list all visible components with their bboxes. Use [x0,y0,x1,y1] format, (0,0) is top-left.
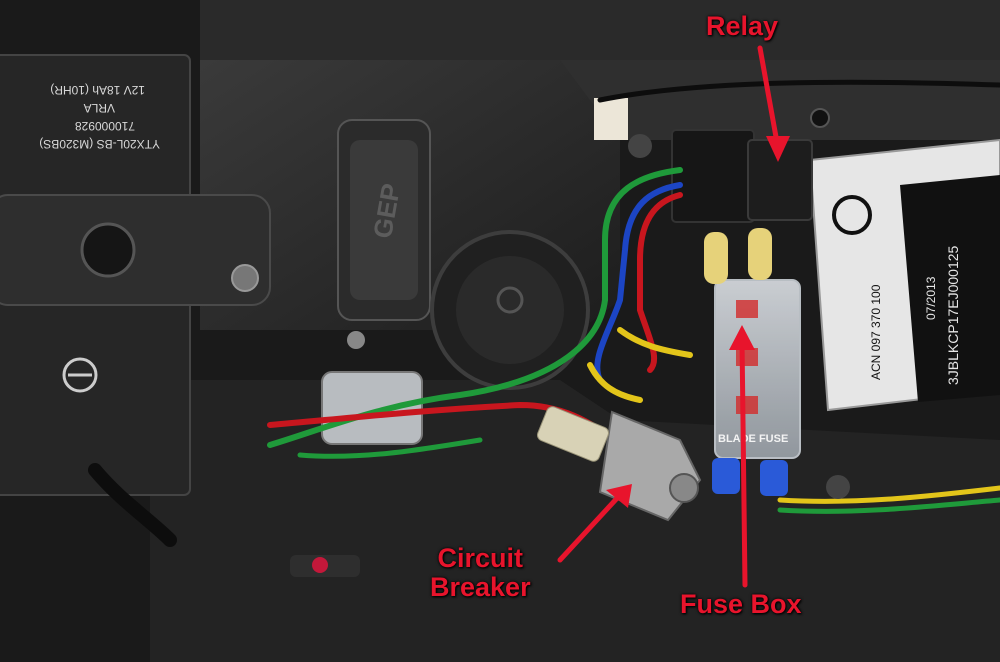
arrow-fuse-box [739,337,748,588]
red-clip [312,557,328,573]
circuit-breaker-callout-line2: Breaker [430,572,531,602]
gep-connector: GEP [337,119,431,349]
round-cap [430,230,590,390]
arrow-circuit-breaker [557,492,623,563]
blue-connector [760,460,788,496]
ecu-module: 3JBLKCP17EJ000125 ACN 097 370 100 07/201… [808,138,1000,412]
battery-code-text: 710000928 [75,119,135,133]
arrow-circuit-breaker-head [606,484,632,508]
zip-tie-mount [594,98,628,140]
annotation-arrows [557,45,790,588]
spade-connector [536,406,610,462]
acn-text: ACN 097 370 100 [869,284,883,380]
battery-label: YTX20L-BS (M320BS) 710000928 VRLA 12V 18… [39,83,160,151]
battery-type-text: VRLA [84,101,115,115]
fuse-box-callout: Fuse Box [680,589,802,619]
metal-canister [321,371,423,445]
vin-text: 3JBLKCP17EJ000125 [945,245,961,385]
battery-rating-text: 12V 18Ah (10HR) [50,83,145,97]
grommet [810,108,830,128]
grommet [628,134,652,158]
relay [594,98,813,223]
bolt [231,264,259,292]
strap-grommet [80,222,136,278]
breaker-nut [669,473,699,503]
battery [0,54,271,496]
blade-fuse-text: BLADE FUSE [718,433,788,445]
recycle-symbol [62,357,98,393]
yellow-connector [704,232,728,284]
arrow-relay [757,45,781,151]
arrow-fuse-box-head [729,325,755,350]
arrow-relay-head [766,136,790,162]
blue-connector [712,458,740,494]
battery-model-text: YTX20L-BS (M320BS) [39,137,160,151]
grommet [826,475,850,499]
relay-callout: Relay [706,11,779,41]
wiring [88,79,1000,547]
circuit-breaker-callout: Circuit Breaker [430,544,531,602]
screw [347,331,365,349]
circuit-breaker-callout-line1: Circuit [437,543,524,573]
ce-mark [832,195,872,235]
date-text: 07/2013 [924,276,938,320]
yellow-connector [748,228,772,280]
